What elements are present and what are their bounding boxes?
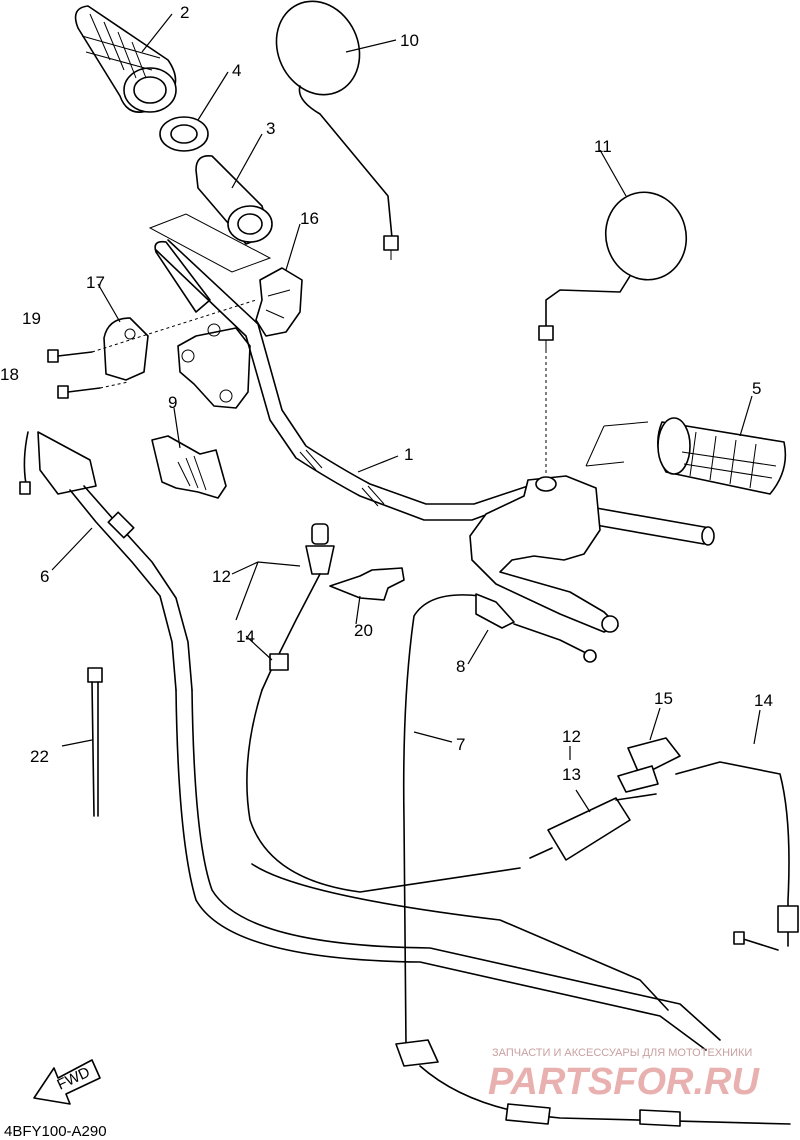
part-starter-lever[interactable] (151, 435, 227, 499)
callout-20: 19 (22, 309, 41, 328)
callout-6: 6 (40, 567, 49, 586)
assembly-bracket-box (148, 213, 272, 273)
part-clutch-cable[interactable] (402, 593, 597, 1047)
watermark: ЗАПЧАСТИ И АКСЕССУАРЫ ДЛЯ МОТОТЕХНИКИ PA… (488, 1047, 760, 1103)
part-screw-20[interactable] (47, 349, 93, 363)
callout-5: 5 (752, 379, 761, 398)
part-left-grip[interactable] (74, 5, 177, 113)
part-choke-cable[interactable] (246, 523, 521, 893)
part-throttle-housing[interactable] (154, 240, 251, 409)
cable-runs (175, 689, 791, 1127)
part-right-grip[interactable] (657, 417, 787, 495)
callout-7: 7 (456, 735, 465, 754)
callout-14: 14 (236, 627, 255, 646)
callout-12-top: 12 (212, 567, 231, 586)
watermark-caption: ЗАПЧАСТИ И АКСЕССУАРЫ ДЛЯ МОТОТЕХНИКИ (492, 1047, 752, 1059)
grip-bracket-box (585, 421, 649, 467)
callout-3: 3 (266, 119, 275, 138)
callout-2: 2 (180, 3, 189, 22)
callout-12-bottom: 12 (562, 727, 581, 746)
part-cable-tie[interactable] (87, 667, 103, 817)
watermark-brand: PARTSFOR.RU (488, 1061, 760, 1103)
callout-15: 14 (754, 691, 773, 710)
part-throttle-tube[interactable] (195, 154, 273, 245)
callout-11: 11 (594, 137, 612, 156)
part-brake-switch[interactable] (617, 737, 799, 951)
callout-9: 9 (168, 393, 177, 412)
part-screw-19[interactable] (57, 385, 101, 399)
callout-8: 8 (456, 657, 465, 676)
callout-21: 20 (354, 621, 373, 640)
callout-18: 17 (86, 273, 105, 292)
leader-lines (51, 13, 761, 813)
part-left-mirror[interactable] (261, 0, 399, 260)
part-switch-half[interactable] (103, 317, 149, 381)
part-right-switch-lever[interactable] (469, 475, 619, 633)
part-handlebar[interactable] (155, 239, 715, 546)
callout-13: 13 (562, 765, 581, 784)
callout-1: 1 (404, 445, 413, 464)
fwd-arrow: FWD (33, 1059, 101, 1105)
part-washer[interactable] (159, 116, 209, 152)
callout-16: 15 (654, 689, 673, 708)
part-right-mirror[interactable] (538, 183, 696, 476)
part-switch-sleeve[interactable] (529, 793, 657, 861)
callout-10: 10 (400, 31, 419, 50)
part-cable-clamp[interactable] (329, 567, 405, 601)
screw-alignment-lines (91, 299, 257, 389)
callout-22: 22 (30, 747, 49, 766)
callout-17: 16 (300, 209, 319, 228)
part-throttle-cables[interactable] (19, 431, 193, 691)
diagram-code: 4BFY100-A290 (4, 1123, 107, 1140)
part-cable-guide[interactable] (255, 267, 303, 337)
callout-4: 4 (232, 61, 241, 80)
callout-19: 18 (0, 365, 19, 384)
callout-labels: 2 4 3 10 11 16 17 19 18 5 9 1 6 12 14 20… (0, 3, 773, 784)
